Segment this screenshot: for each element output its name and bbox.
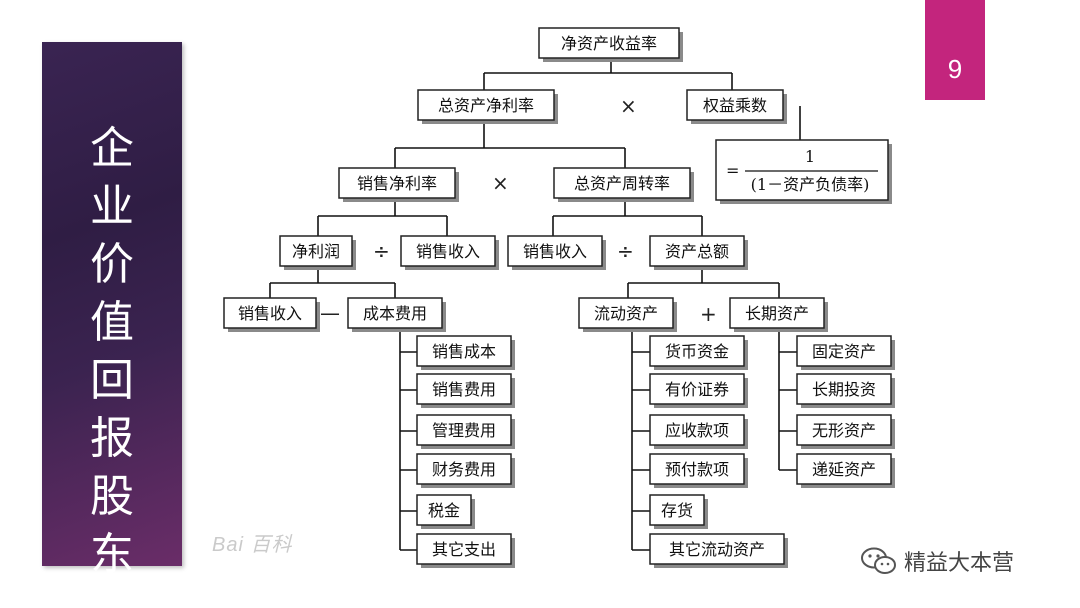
node-label: 管理费用: [432, 421, 496, 440]
node-roe: 净资产收益率: [538, 27, 683, 62]
node-label: 销售收入: [523, 242, 587, 261]
node-cost-item: 销售成本: [416, 335, 515, 370]
title-panel: 企 业 价 值 回 报 股 东: [42, 42, 182, 580]
node-label: 存货: [661, 501, 693, 520]
brand-signature: 精益大本营: [860, 545, 1014, 577]
node-label: 递延资产: [812, 460, 876, 479]
title-char: 报: [90, 413, 134, 464]
node-label: 净利润: [292, 242, 340, 261]
formula-numerator: 1: [805, 147, 815, 166]
title-char: 业: [90, 181, 134, 232]
node-cost-item: 管理费用: [416, 414, 515, 449]
node-long-term-asset-item: 无形资产: [796, 414, 895, 449]
node-net-margin: 销售净利率: [338, 167, 459, 202]
node-equity-multiplier: 权益乘数: [686, 89, 787, 124]
node-long-term-asset-item: 固定资产: [796, 335, 895, 370]
node-net-profit: 净利润: [279, 235, 356, 270]
node-long-term-asset-item: 递延资产: [796, 453, 895, 488]
operator-times: ×: [620, 94, 637, 118]
title-char: 回: [90, 355, 134, 406]
operator-divide: ÷: [617, 239, 634, 263]
node-label: 销售成本: [432, 342, 496, 361]
operator-times: ×: [492, 171, 509, 195]
equity-multiplier-formula: = 1 (1－资产负债率): [715, 139, 892, 204]
node-total-assets: 资产总额: [649, 235, 748, 270]
node-cost-item: 财务费用: [416, 453, 515, 488]
node-label: 其它流动资产: [669, 540, 765, 559]
node-sales-revenue: 销售收入: [400, 235, 499, 270]
operator-divide: ÷: [373, 239, 390, 263]
node-current-asset-item: 其它流动资产: [649, 533, 788, 568]
node-asset-turnover: 总资产周转率: [553, 167, 694, 202]
slide-title: 企 业 价 值 回 报 股 东: [42, 120, 182, 584]
node-cost-item: 其它支出: [416, 533, 515, 568]
node-label: 无形资产: [812, 421, 876, 440]
brand-name: 精益大本营: [904, 551, 1015, 576]
formula-denominator: (1－资产负债率): [751, 175, 870, 194]
node-current-assets: 流动资产: [578, 297, 677, 332]
node-label: 成本费用: [363, 304, 427, 323]
node-label: 销售收入: [416, 242, 480, 261]
node-label: 应收款项: [665, 421, 729, 440]
node-current-asset-item: 应收款项: [649, 414, 748, 449]
node-label: 资产总额: [665, 242, 729, 261]
node-sales-revenue: 销售收入: [507, 235, 606, 270]
wechat-icon: [861, 547, 896, 574]
node-total-cost: 成本费用: [347, 297, 446, 332]
node-label: 固定资产: [812, 342, 876, 361]
page-number: 9: [947, 54, 963, 84]
node-current-asset-item: 货币资金: [649, 335, 748, 370]
node-label: 流动资产: [594, 304, 658, 323]
operator-plus: +: [700, 302, 717, 326]
formula-equals: =: [726, 161, 739, 180]
node-long-term-assets: 长期资产: [729, 297, 828, 332]
connector-lines: [269, 60, 801, 551]
node-label: 财务费用: [432, 460, 496, 479]
node-cost-item: 销售费用: [416, 373, 515, 408]
operator-minus: —: [320, 301, 340, 325]
node-label: 总资产净利率: [438, 96, 534, 115]
node-label: 税金: [428, 501, 460, 520]
node-current-asset-item: 有价证券: [649, 373, 748, 408]
title-char: 值: [90, 297, 134, 348]
node-label: 权益乘数: [703, 96, 767, 115]
node-current-asset-item: 存货: [649, 494, 708, 529]
node-roa: 总资产净利率: [417, 89, 558, 124]
title-char: 企: [90, 123, 134, 174]
page-number-badge: 9: [925, 0, 985, 100]
node-label: 长期资产: [745, 304, 809, 323]
title-char: 价: [90, 239, 134, 290]
node-label: 销售收入: [238, 304, 302, 323]
node-cost-item: 税金: [416, 494, 475, 529]
title-char: 东: [90, 529, 134, 580]
node-label: 销售费用: [432, 380, 496, 399]
node-label: 有价证券: [665, 380, 729, 399]
node-label: 预付款项: [665, 460, 729, 479]
watermark: Bai 百科: [212, 534, 293, 556]
node-label: 其它支出: [432, 540, 496, 559]
node-current-asset-item: 预付款项: [649, 453, 748, 488]
node-label: 销售净利率: [357, 174, 437, 193]
node-label: 货币资金: [665, 342, 729, 361]
node-label: 长期投资: [812, 380, 876, 399]
node-label: 净资产收益率: [561, 34, 657, 53]
node-sales-revenue: 销售收入: [223, 297, 320, 332]
node-label: 总资产周转率: [574, 174, 670, 193]
title-char: 股: [90, 471, 134, 522]
node-long-term-asset-item: 长期投资: [796, 373, 895, 408]
